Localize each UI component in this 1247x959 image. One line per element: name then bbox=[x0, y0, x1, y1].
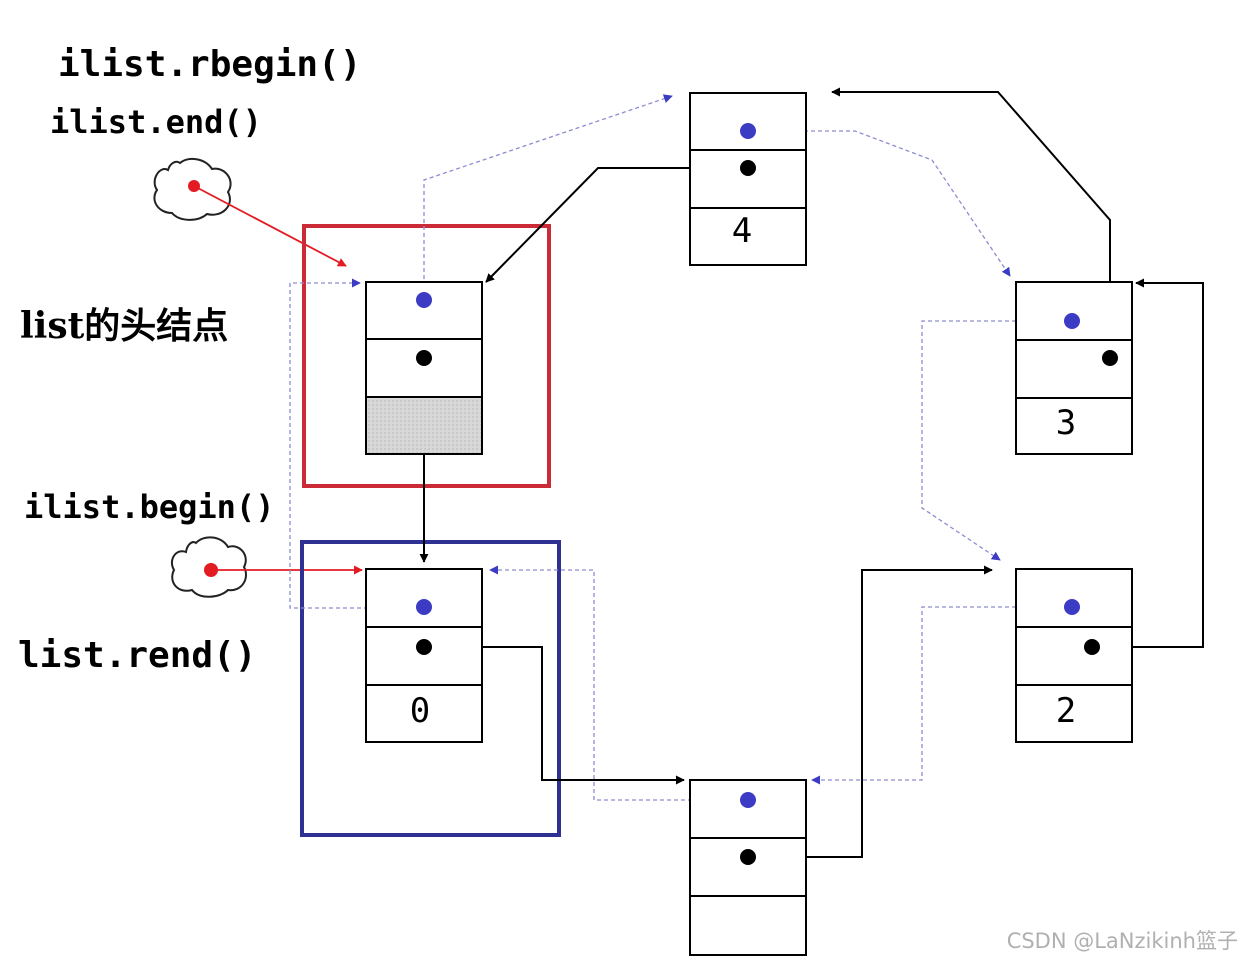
node-value: 2 bbox=[1056, 691, 1076, 731]
prev-pointers bbox=[289, 94, 1072, 801]
prev-dot bbox=[1064, 313, 1080, 329]
node-value: 0 bbox=[410, 691, 430, 731]
node-1 bbox=[689, 779, 807, 956]
next-dot bbox=[416, 350, 432, 366]
node-2: 2 bbox=[1015, 568, 1133, 743]
next-dot bbox=[740, 849, 756, 865]
head-node-highlight bbox=[302, 224, 551, 488]
rend-highlight bbox=[300, 540, 561, 837]
prev-dot bbox=[416, 292, 432, 308]
next-dot bbox=[1102, 350, 1118, 366]
label-begin: ilist.begin() bbox=[24, 488, 274, 526]
head-node bbox=[365, 281, 483, 455]
label-rbegin: ilist.rbegin() bbox=[58, 44, 361, 85]
node-4: 4 bbox=[689, 92, 807, 266]
label-head-node: list的头结点 bbox=[20, 305, 228, 347]
next-dot bbox=[416, 639, 432, 655]
node-value: 4 bbox=[732, 211, 752, 251]
node-value: 3 bbox=[1056, 403, 1076, 443]
next-dot bbox=[1084, 639, 1100, 655]
prev-dot bbox=[740, 123, 756, 139]
next-dot bbox=[740, 160, 756, 176]
prev-dot bbox=[1064, 599, 1080, 615]
prev-dot bbox=[416, 599, 432, 615]
label-end: ilist.end() bbox=[50, 103, 262, 141]
watermark: CSDN @LaNzikinh篮子 bbox=[1007, 929, 1238, 953]
begin-iterator-cloud bbox=[170, 536, 247, 598]
end-iterator-cloud bbox=[153, 157, 232, 221]
prev-dot bbox=[740, 792, 756, 808]
node-0: 0 bbox=[365, 568, 483, 743]
label-rend: list.rend() bbox=[18, 635, 256, 676]
node-3: 3 bbox=[1015, 281, 1133, 455]
end-iterator-arrow bbox=[193, 185, 347, 267]
